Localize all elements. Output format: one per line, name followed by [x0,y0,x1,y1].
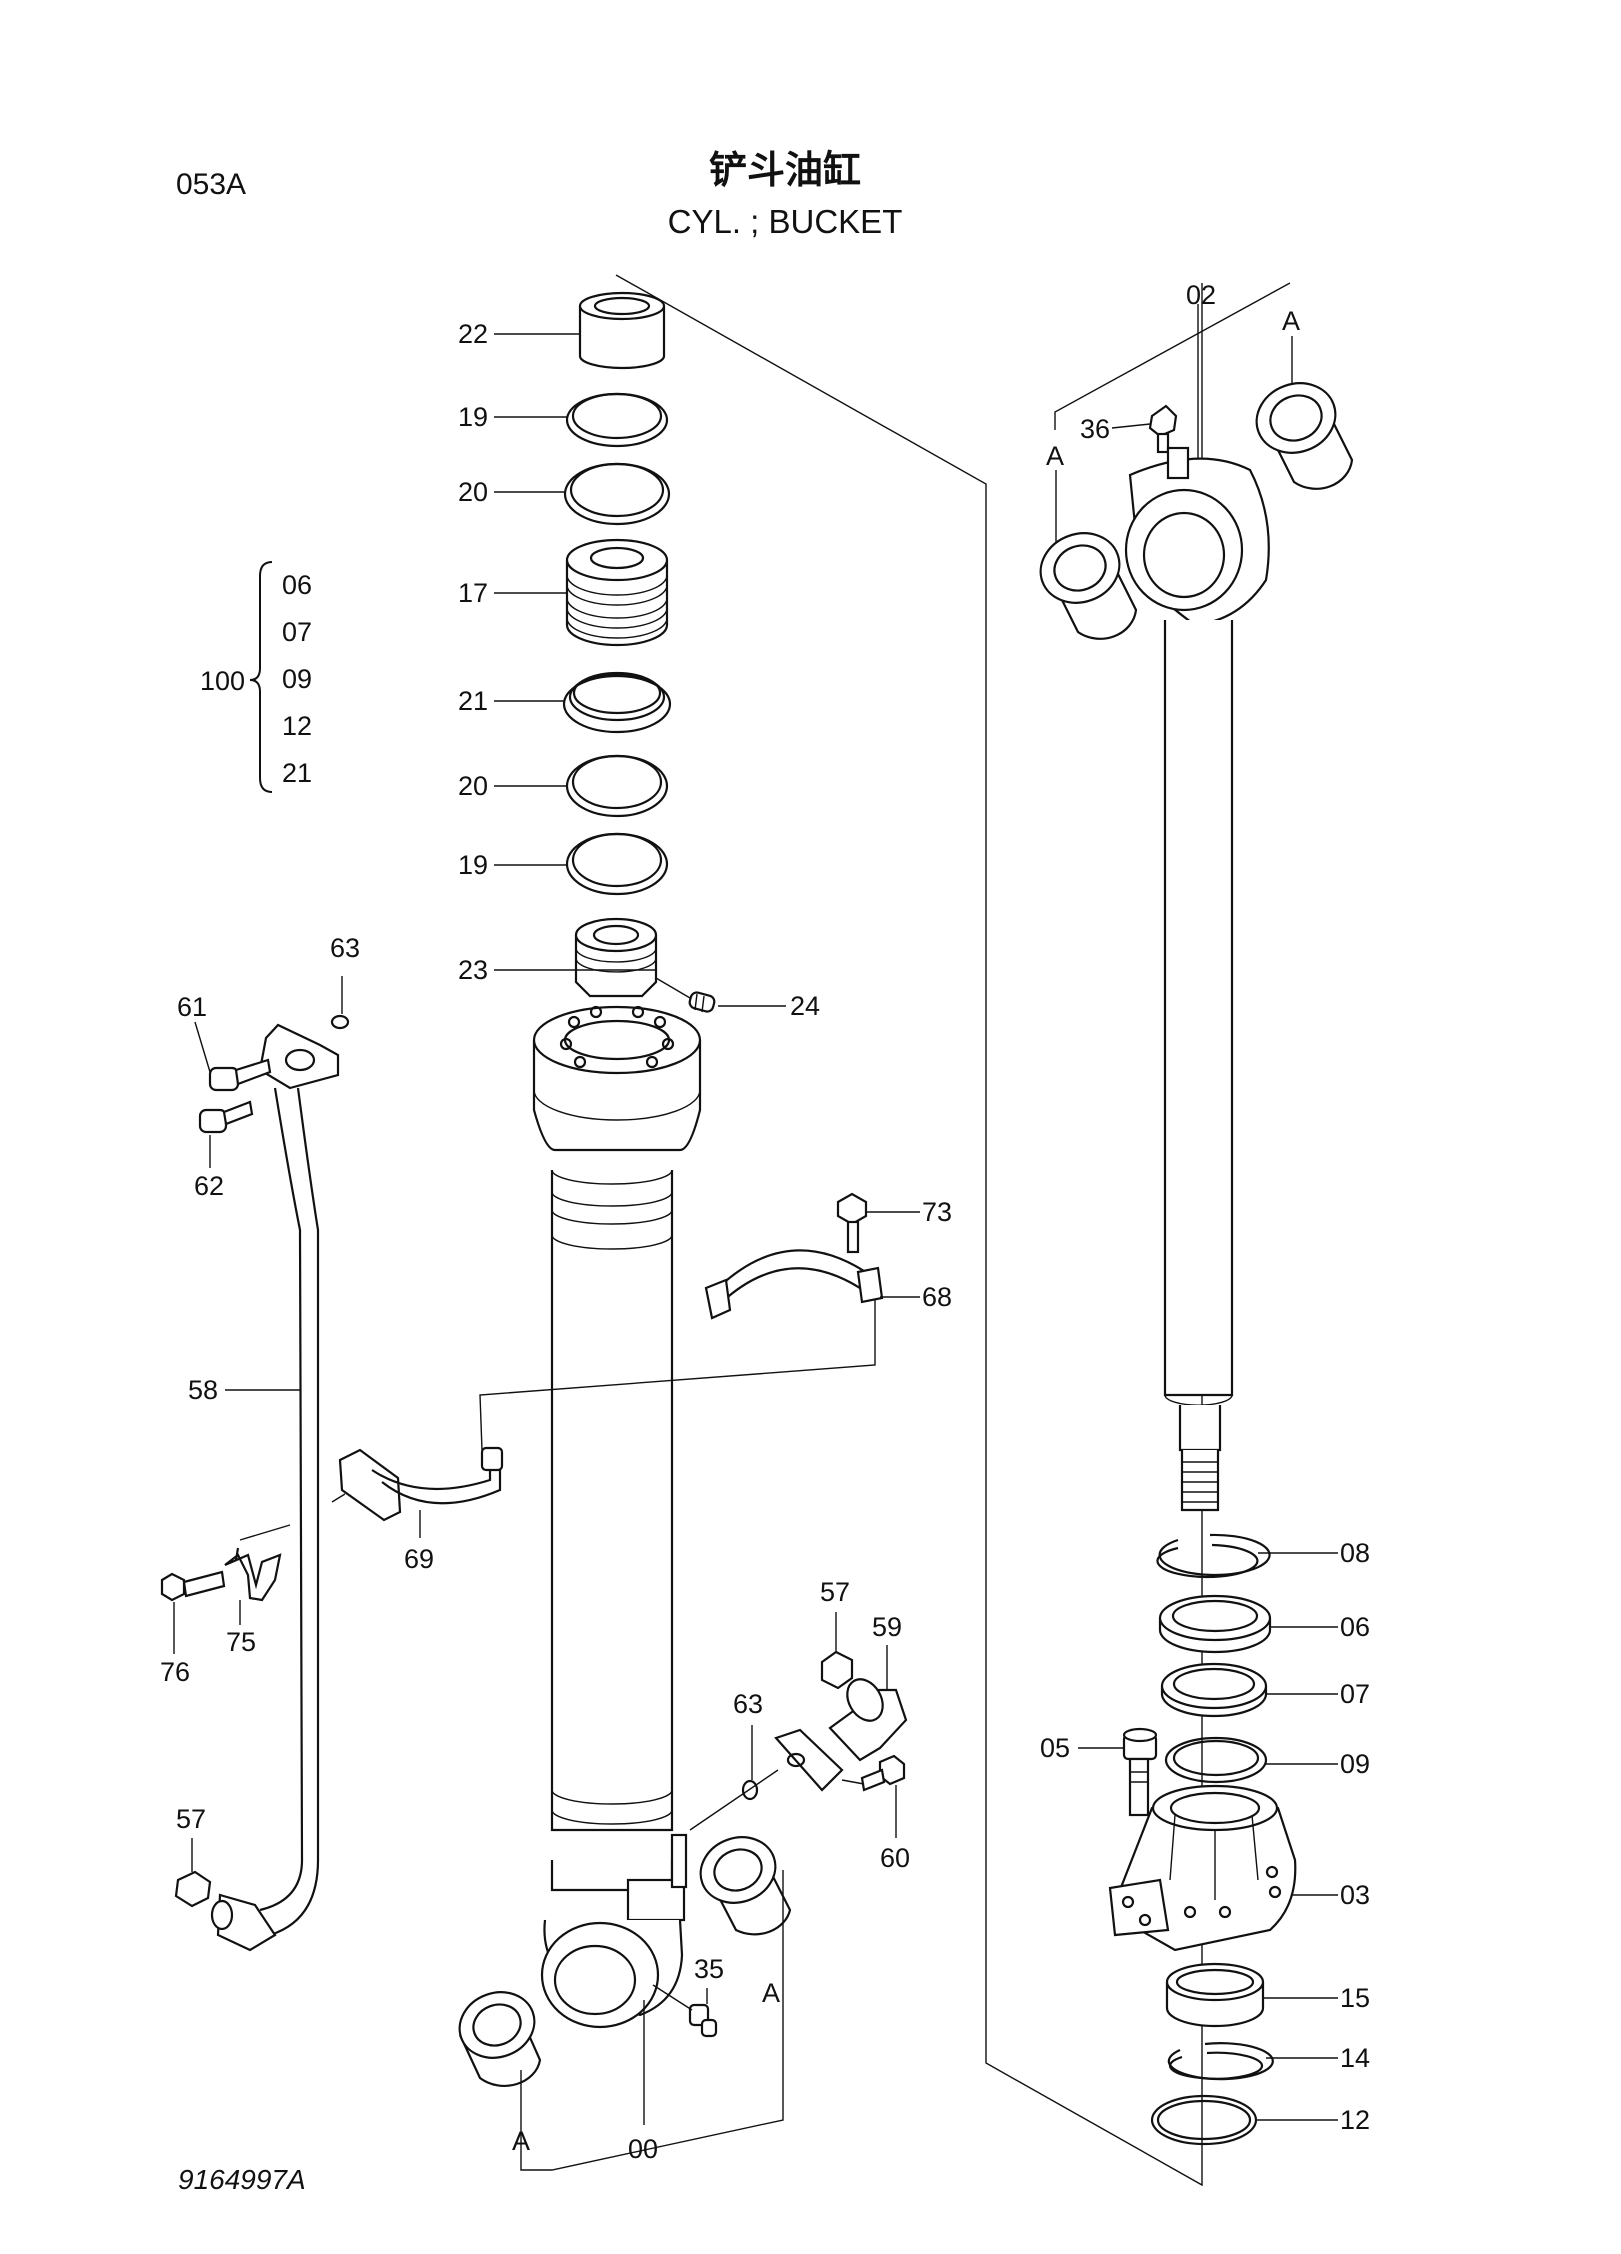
label-19-bottom: 19 [458,850,488,880]
part-12-o-ring [1150,2094,1258,2146]
part-08-snap-ring [1156,1533,1271,1579]
label-63-lower: 63 [733,1689,763,1719]
label-A-bottom-right: A [762,1978,780,2008]
label-19-top: 19 [458,402,488,432]
part-63-oring-lower [741,1779,759,1801]
label-61: 61 [177,992,207,1022]
part-03-rod-cover [1108,1784,1297,1952]
part-35-grease-nipple [688,2003,718,2038]
part-bushing-left [458,1991,542,2087]
page-code: 053A [176,168,246,201]
part-73-bolt [836,1192,868,1254]
cylinder-tube [532,1005,702,1922]
part-69-clamp-lower [331,1446,504,1522]
part-21-seal [562,671,672,734]
part-bushing-right [699,1836,792,1936]
label-60: 60 [880,1843,910,1873]
part-57-nut-lower [174,1870,212,1908]
part-06-seal [1158,1594,1272,1654]
title-english: CYL. ; BUCKET [668,203,903,240]
part-14-snap-ring [1167,2042,1274,2081]
label-02: 02 [1186,280,1216,310]
part-bushing-rod-left [1039,532,1138,640]
part-07-seal [1160,1662,1268,1718]
label-20-top: 20 [458,477,488,507]
part-09-ring [1164,1736,1268,1784]
part-59-elbow [774,1678,908,1792]
part-61-bolt [208,1058,272,1092]
part-17-piston [565,538,669,647]
part-22-bushing [578,291,666,370]
label-06: 06 [1340,1612,1370,1642]
part-19-ring-top [565,392,669,448]
label-07: 07 [1340,1679,1370,1709]
part-20-ring-top [563,462,671,526]
part-20-ring-bottom [565,754,669,818]
explode-boundary [615,274,1203,2187]
group-member-09: 09 [282,664,312,694]
label-21: 21 [458,686,488,716]
part-19-ring-bottom [565,832,669,896]
group-bracket-100: 100 06 07 09 12 21 [200,561,312,793]
group-member-12: 12 [282,711,312,741]
label-17: 17 [458,578,488,608]
label-A-top-right: A [1282,306,1300,336]
group-member-07: 07 [282,617,312,647]
part-00-cylinder-bottom-eye [540,1919,684,2029]
label-75: 75 [226,1627,256,1657]
label-57-left: 57 [176,1804,206,1834]
title-chinese: 铲斗油缸 [709,149,861,192]
label-00: 00 [628,2134,658,2164]
label-15: 15 [1340,1983,1370,2013]
label-24: 24 [790,991,820,1021]
label-14: 14 [1340,2043,1370,2073]
label-09: 09 [1340,1749,1370,1779]
label-36: 36 [1080,414,1110,444]
label-05: 05 [1040,1733,1070,1763]
part-24-set-screw [688,991,716,1013]
label-58: 58 [188,1375,218,1405]
group-member-06: 06 [282,570,312,600]
label-62: 62 [194,1171,224,1201]
part-bushing-rod-right [1255,382,1354,490]
label-76: 76 [160,1657,190,1687]
part-60-bolt [860,1754,906,1792]
label-57-right: 57 [820,1577,850,1607]
label-35: 35 [694,1954,724,1984]
label-12: 12 [1340,2105,1370,2135]
part-36-grease-nipple [1148,404,1178,454]
label-A-top-left: A [1046,441,1064,471]
group-member-21: 21 [282,758,312,788]
label-22: 22 [458,319,488,349]
part-76-bolt [160,1570,226,1602]
label-08: 08 [1340,1538,1370,1568]
group-label: 100 [200,666,245,696]
drawing-number: 9164997A [178,2164,306,2195]
part-75-clamp [224,1547,282,1602]
label-68: 68 [922,1282,952,1312]
part-68-clamp-upper [704,1249,884,1320]
label-A-bottom-left: A [512,2126,530,2156]
part-02-piston-rod [1124,446,1270,1512]
label-69: 69 [404,1544,434,1574]
label-03: 03 [1340,1880,1370,1910]
part-62-bolt [198,1100,254,1134]
label-73: 73 [922,1197,952,1227]
part-flange-upper [258,1014,350,1090]
part-15-bushing [1165,1962,1265,2028]
part-57-nut-upper [820,1650,854,1690]
label-59: 59 [872,1612,902,1642]
label-63-top: 63 [330,933,360,963]
label-23: 23 [458,955,488,985]
label-20-bottom: 20 [458,771,488,801]
part-58-pipe [210,1087,320,1952]
part-23-nut [574,917,658,998]
part-05-socket-bolt [1122,1727,1158,1817]
